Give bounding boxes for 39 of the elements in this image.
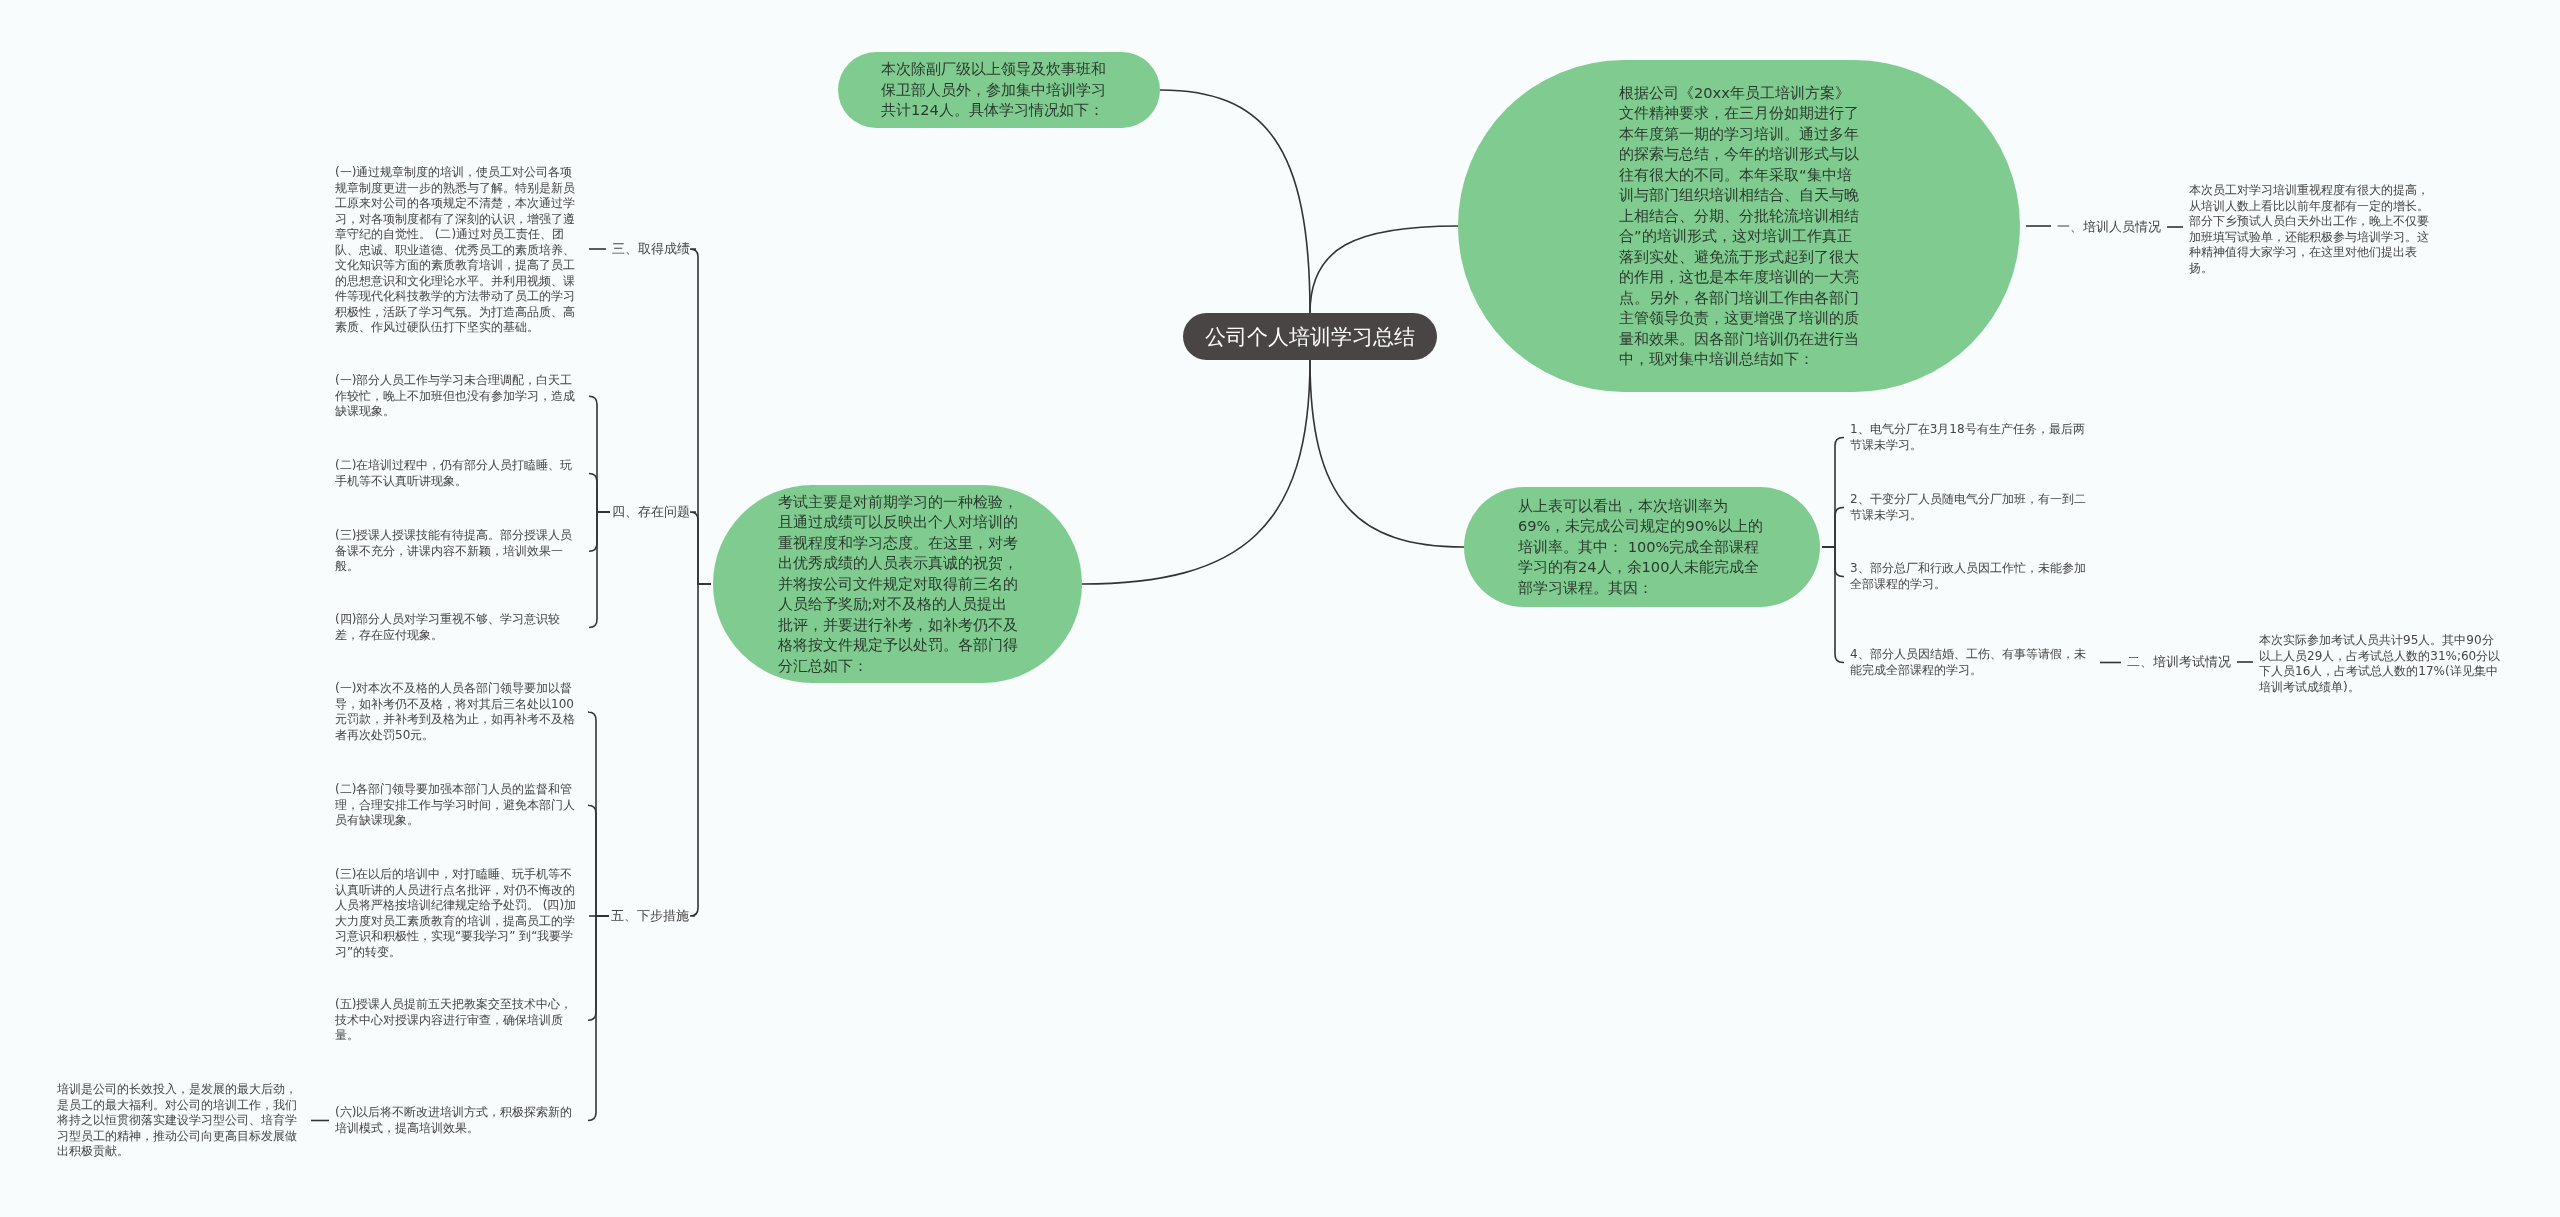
note-text: (一)部分人员工作与学习未合理调配，白天工作较忙，晚上不加班但也没有参加学习，造成缺课现象。 <box>335 373 583 420</box>
note-text: 本次实际参加考试人员共计95人。其中90分以上人员29人，占考试总人数的31%;60分以下人员16人，占考试总人数的17%(详见集中培训考试成绩单)。 <box>2259 633 2505 695</box>
connector-line <box>2236 661 2254 663</box>
note-text: 2、干变分厂人员随电气分厂加班，有一到二节课未学习。 <box>1850 492 2094 523</box>
connector-line <box>588 511 611 629</box>
note-text: (六)以后将不断改进培训方式，积极探索新的培训模式，提高培训效果。 <box>335 1105 583 1136</box>
note-text: (一)对本次不及格的人员各部门领导要加以督导，如补考仍不及格，将对其后三名处以100元罚款，并补考到及格为止，如再补考不及格者再次处罚50元。 <box>335 681 583 743</box>
connector-line <box>587 915 610 1122</box>
branch-label: 一、培训人员情况 <box>2057 218 2161 236</box>
connector-line <box>2166 226 2184 228</box>
connector-line <box>1309 225 1459 314</box>
note-text: 3、部分总厂和行政人员因工作忙，未能参加全部课程的学习。 <box>1850 561 2094 592</box>
branch-label: 三、取得成绩 <box>612 240 690 258</box>
note-text: 1、电气分厂在3月18号有生产任务，最后两节课未学习。 <box>1850 422 2094 453</box>
topic-bubble: 本次除副厂级以上领导及炊事班和保卫部人员外，参加集中培训学习共计124人。具体学习情况如下： <box>838 52 1160 128</box>
branch-label: 四、存在问题 <box>612 503 690 521</box>
note-text: (三)授课人授课技能有待提高。部分授课人员备课不充分，讲课内容不新颖，培训效果一般。 <box>335 528 583 575</box>
connector-line <box>310 1119 330 1122</box>
branch-label: 五、下步措施 <box>611 907 689 925</box>
connector-line <box>2099 661 2122 664</box>
note-text: (四)部分人员对学习重视不够、学习意识较差，存在应付现象。 <box>335 612 583 643</box>
connector-line <box>588 248 607 250</box>
topic-bubble: 从上表可以看出，本次培训率为69%，未完成公司规定的90%以上的培训率。其中： 100%完成全部课程学习的有24人，余100人未能完成全部学习课程。其因： <box>1464 487 1820 607</box>
note-text: 本次员工对学习培训重视程度有很大的提高，从培训人数上看比以前年度都有一定的增长。部分下乡预试人员白天外出工作，晚上不仅要加班填写试验单，还能积极参与培训学习。这种精神值得大家学习，在这里对他们提出表扬。 <box>2189 183 2437 276</box>
note-text: 培训是公司的长效投入，是发展的最大后劲，是员工的最大福利。对公司的培训工作，我们将持之以恒贯彻落实建设学习型公司、培育学习型员工的精神，推动公司向更高目标发展做出积极贡献。 <box>57 1082 305 1160</box>
connector-line <box>2025 225 2052 227</box>
connector-line <box>1821 546 1845 664</box>
note-text: (二)在培训过程中，仍有部分人员打瞌睡、玩手机等不认真听讲现象。 <box>335 458 583 489</box>
topic-bubble: 根据公司《20xx年员工培训方案》文件精神要求，在三月份如期进行了本年度第一期的学习培训。通过多年的探索与总结，今年的培训形式与以往有很大的不同。本年采取“集中培训与部门组织培训相结合、自天与晚上相结合、分期、分批轮流培训相结合”的培训形式，这对培训工作真正落到实处、避免流于形式起到了很大的作用，这也是本年度培训的一大亮点。另外，各部门培训工作由各部门主管领导负责，这更增强了培训的质量和效果。因各部门培训仍在进行当中，现对集中培训总结如下： <box>1458 60 2020 392</box>
note-text: (二)各部门领导要加强本部门人员的监督和管理，合理安排工作与学习时间，避免本部门人员有缺课现象。 <box>335 782 583 829</box>
note-text: (一)通过规章制度的培训，使员工对公司各项规章制度更进一步的熟悉与了解。特别是新员工原来对公司的各项规定不清楚，本次通过学习，对各项制度都有了深刻的认识，增强了遵章守纪的自觉性。 (二)通过对员工责任、团队、忠诚、职业道德、优秀员工的素质培养、文化知识等方面的素质教育培训，提高了员工的思想意识和文化理论水平。并利用视频、课件等现代化科技教学的方法带动了员工的学习积极性，活跃了学习气氛。为打造高品质、高素质、作风过硬队伍打下坚实的基础。 <box>335 165 583 336</box>
note-text: (五)授课人员提前五天把教案交至技术中心，技术中心对授课内容进行审查，确保培训质量。 <box>335 997 583 1044</box>
note-text: 4、部分人员因结婚、工伤、有事等请假，未能完成全部课程的学习。 <box>1850 647 2094 678</box>
branch-label: 二、培训考试情况 <box>2127 653 2231 671</box>
note-text: (三)在以后的培训中，对打瞌睡、玩手机等不认真听讲的人员进行点名批评，对仍不悔改的人员将严格按培训纪律规定给予处罚。 (四)加大力度对员工素质教育的培训，提高员工的学习意识和积极性，实现“要我学习” 到“我要学习”的转变。 <box>335 867 583 960</box>
topic-bubble: 考试主要是对前期学习的一种检验，且通过成绩可以反映出个人对培训的重视程度和学习态度。在这里，对考出优秀成绩的人员表示真诚的祝贺，并将按公司文件规定对取得前三名的人员给予奖励;对不及格的人员提出批评，并要进行补考，如补考仍不及格将按文件规定予以处罚。各部门得分汇总如下： <box>713 485 1082 683</box>
root-topic: 公司个人培训学习总结 <box>1183 313 1437 360</box>
connector-line <box>1081 359 1311 585</box>
connector-line <box>689 583 712 917</box>
